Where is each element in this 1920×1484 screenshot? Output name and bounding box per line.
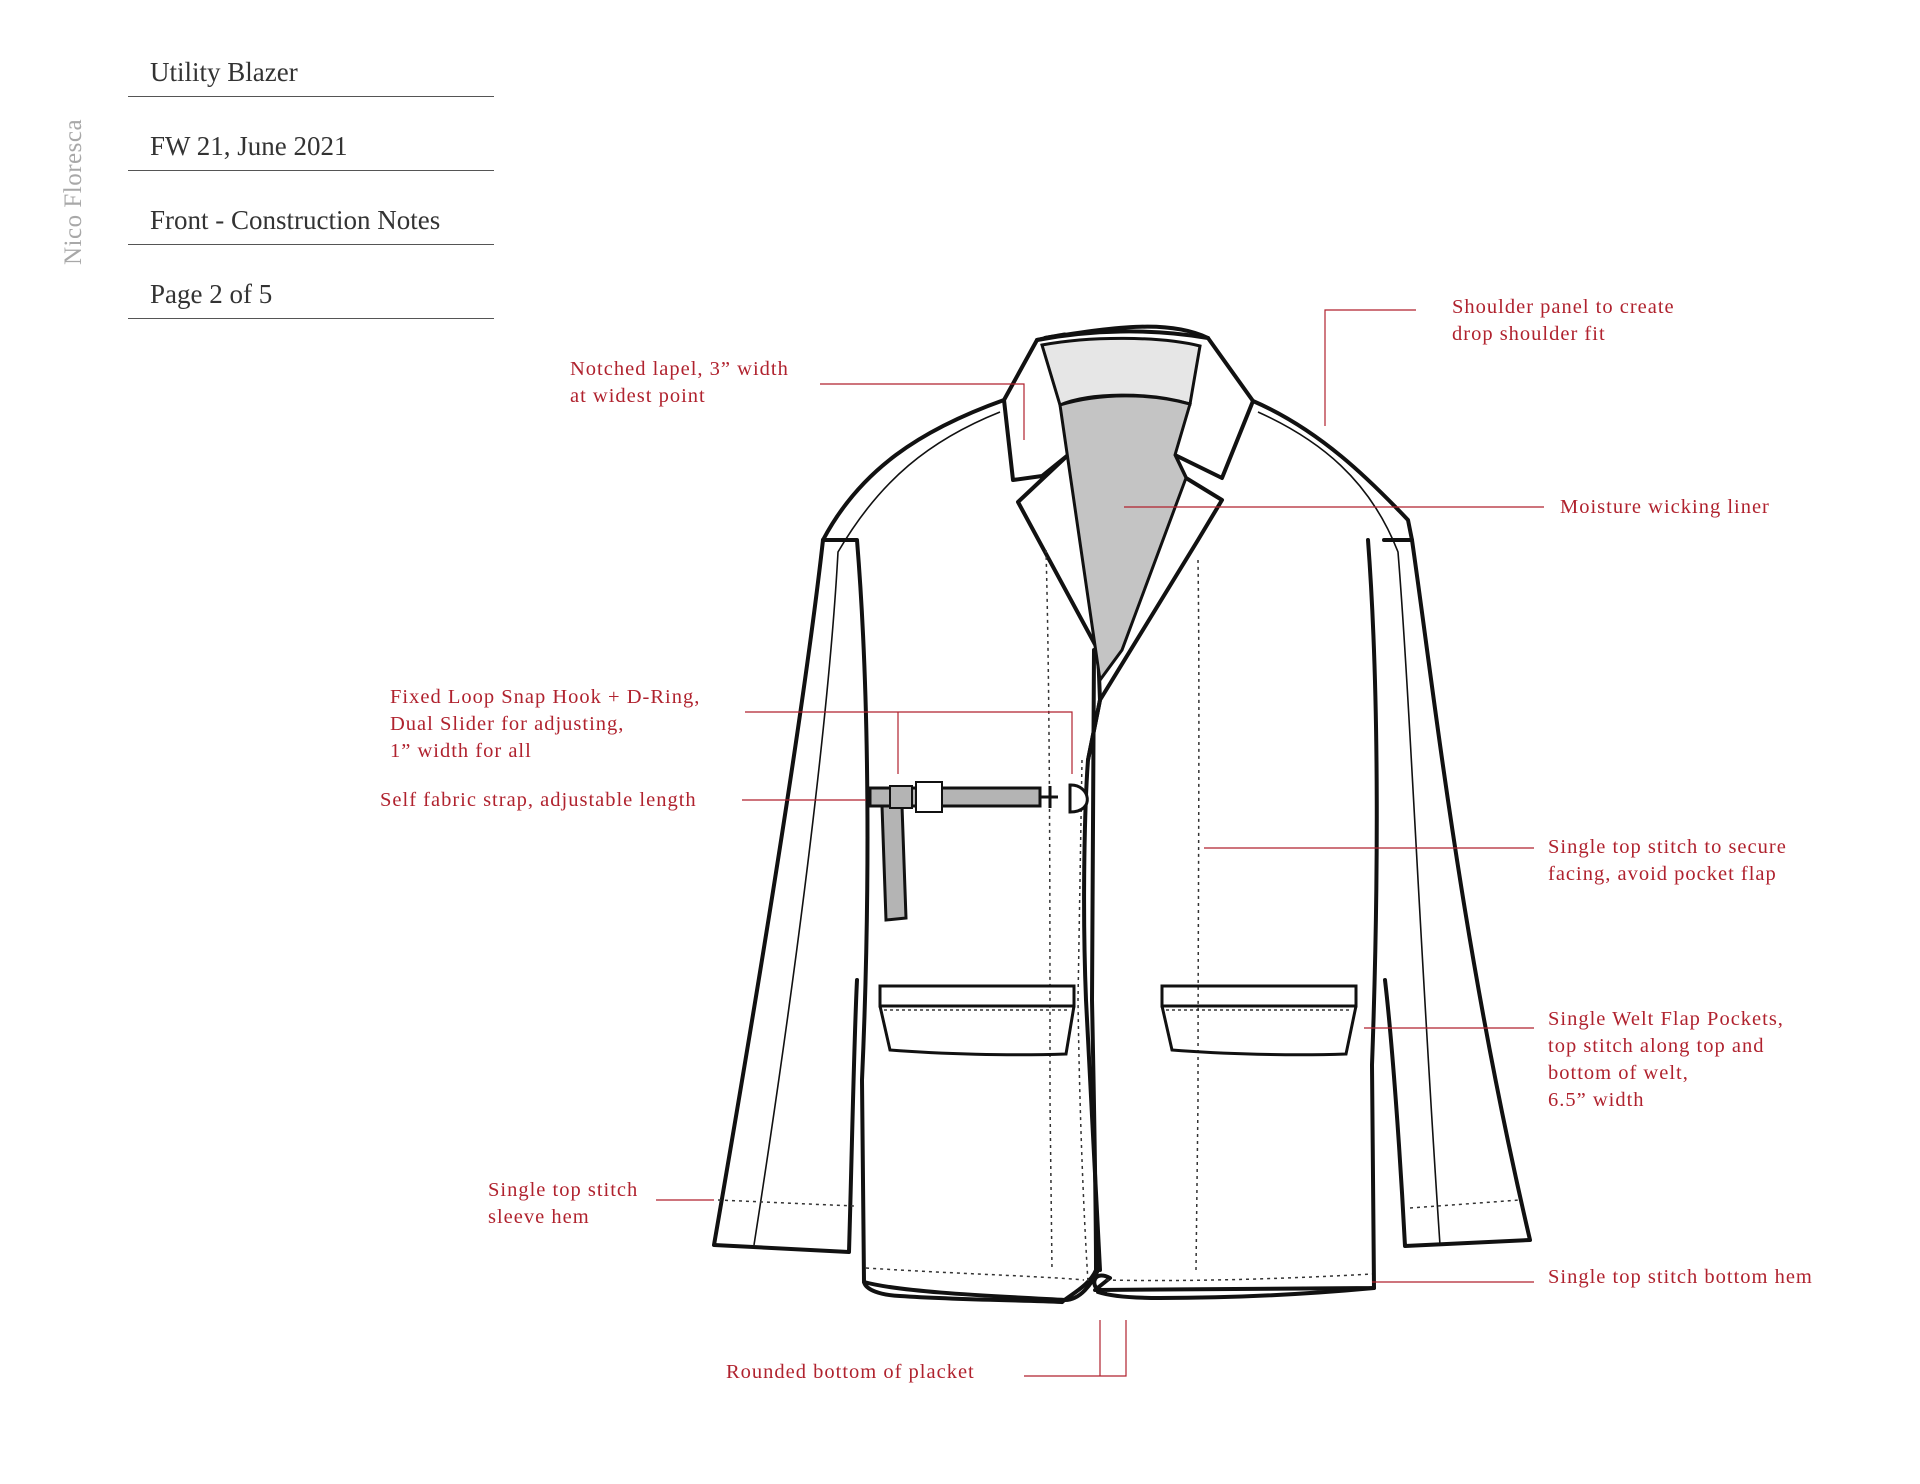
- season-date: FW 21, June 2021: [150, 131, 348, 161]
- pocket-left-flap: [878, 1005, 1076, 1057]
- callout-pockets-line-1: Single Welt Flap Pockets,: [1548, 1008, 1784, 1030]
- garment-name: Utility Blazer: [150, 57, 298, 87]
- blazer-outline: [712, 324, 1532, 1304]
- callout-pockets-line-2: top stitch along top and: [1548, 1035, 1765, 1057]
- d-ring: [1068, 783, 1089, 814]
- callout-hardware-line-1: Fixed Loop Snap Hook + D-Ring,: [390, 686, 701, 708]
- callout-rounded-placket: Rounded bottom of placket: [726, 1359, 975, 1386]
- strap-loop: [889, 785, 913, 809]
- shoulder-panel-seams: [753, 411, 1441, 1246]
- callout-self-fabric-strap: Self fabric strap, adjustable length: [380, 787, 697, 814]
- right-sleeve-hem-stitch: [1409, 1199, 1521, 1209]
- pocket-left: [878, 984, 1076, 1057]
- right-sleeve-outer: [1383, 538, 1532, 1248]
- callout-sleeve-hem: Single top stitch sleeve hem: [488, 1177, 638, 1231]
- callout-welt-flap-pockets: Single Welt Flap Pockets, top stitch alo…: [1548, 1006, 1784, 1114]
- callout-pockets-line-4: 6.5” width: [1548, 1089, 1645, 1111]
- callout-snap-hook-hardware: Fixed Loop Snap Hook + D-Ring, Dual Slid…: [390, 684, 700, 765]
- leader-lines: [656, 309, 1544, 1377]
- callout-moisture-liner: Moisture wicking liner: [1560, 494, 1770, 521]
- callout-strap-line-1: Self fabric strap, adjustable length: [380, 789, 697, 811]
- callout-shoulder-panel: Shoulder panel to create drop shoulder f…: [1452, 294, 1675, 348]
- body-right-side: [1092, 538, 1379, 1294]
- callout-hardware-line-3: 1” width for all: [390, 740, 532, 762]
- callout-shoulder-panel-line-1: Shoulder panel to create: [1452, 296, 1675, 318]
- left-lapel: [1002, 398, 1102, 762]
- left-shoulder-edge: [821, 332, 1067, 542]
- topstitching: [717, 549, 1521, 1283]
- callout-shoulder-panel-line-2: drop shoulder fit: [1452, 323, 1606, 345]
- centre-front-placket: [1060, 648, 1098, 1304]
- callout-sleeve-hem-line-2: sleeve hem: [488, 1206, 590, 1228]
- pocket-right: [1160, 984, 1358, 1057]
- strap-hanging-tail: [880, 804, 908, 922]
- callout-moisture-liner-line-1: Moisture wicking liner: [1560, 496, 1770, 518]
- leader-shoulder: [1324, 309, 1416, 426]
- bottom-hem: [862, 1280, 1376, 1304]
- right-shoulder-seam: [1257, 411, 1441, 1246]
- callout-sleeve-hem-line-1: Single top stitch: [488, 1179, 639, 1201]
- callout-bottom-hem-line-1: Single top stitch bottom hem: [1548, 1266, 1813, 1288]
- pocket-right-welt: [1160, 984, 1358, 1008]
- leader-hardware: [745, 711, 1073, 774]
- season-field: FW 21, June 2021: [128, 126, 494, 171]
- collar-stand: [1035, 329, 1210, 342]
- left-sleeve-hem-stitch: [717, 1199, 855, 1207]
- snap-hook: [1040, 786, 1058, 808]
- placket-stitch: [1077, 759, 1089, 1283]
- strap-assembly: [868, 781, 1089, 922]
- left-sleeve-outer: [712, 538, 859, 1254]
- pocket-left-welt: [878, 984, 1076, 1008]
- callout-notched-lapel-line-1: Notched lapel, 3” width: [570, 358, 789, 380]
- right-facing-stitch: [1195, 559, 1200, 1271]
- view-field: Front - Construction Notes: [128, 200, 494, 245]
- right-lapel: [1082, 399, 1255, 1272]
- callout-placket-line-1: Rounded bottom of placket: [726, 1361, 975, 1383]
- callout-facing-stitch: Single top stitch to secure facing, avoi…: [1548, 834, 1787, 888]
- left-shoulder-seam: [753, 411, 1001, 1246]
- garment-name-field: Utility Blazer: [128, 52, 494, 97]
- page-field: Page 2 of 5: [128, 274, 494, 319]
- moisture-wicking-liner: [1058, 394, 1192, 684]
- left-facing-stitch: [1045, 549, 1053, 1271]
- view-description: Front - Construction Notes: [150, 205, 441, 235]
- page-number: Page 2 of 5: [150, 279, 273, 309]
- callout-notched-lapel: Notched lapel, 3” width at widest point: [570, 356, 789, 410]
- callout-hardware-line-2: Dual Slider for adjusting,: [390, 713, 625, 735]
- bottom-hem-stitch: [865, 1267, 1373, 1282]
- dual-slider: [915, 781, 943, 813]
- callout-facing-line-1: Single top stitch to secure: [1548, 836, 1787, 858]
- callout-pockets-line-3: bottom of welt,: [1548, 1062, 1689, 1084]
- leader-placket: [1024, 1320, 1127, 1377]
- pocket-right-flap: [1160, 1005, 1358, 1057]
- callout-facing-line-2: facing, avoid pocket flap: [1548, 863, 1777, 885]
- callout-bottom-hem: Single top stitch bottom hem: [1548, 1264, 1813, 1291]
- leader-lapel: [820, 383, 1025, 440]
- callout-notched-lapel-line-2: at widest point: [570, 385, 706, 407]
